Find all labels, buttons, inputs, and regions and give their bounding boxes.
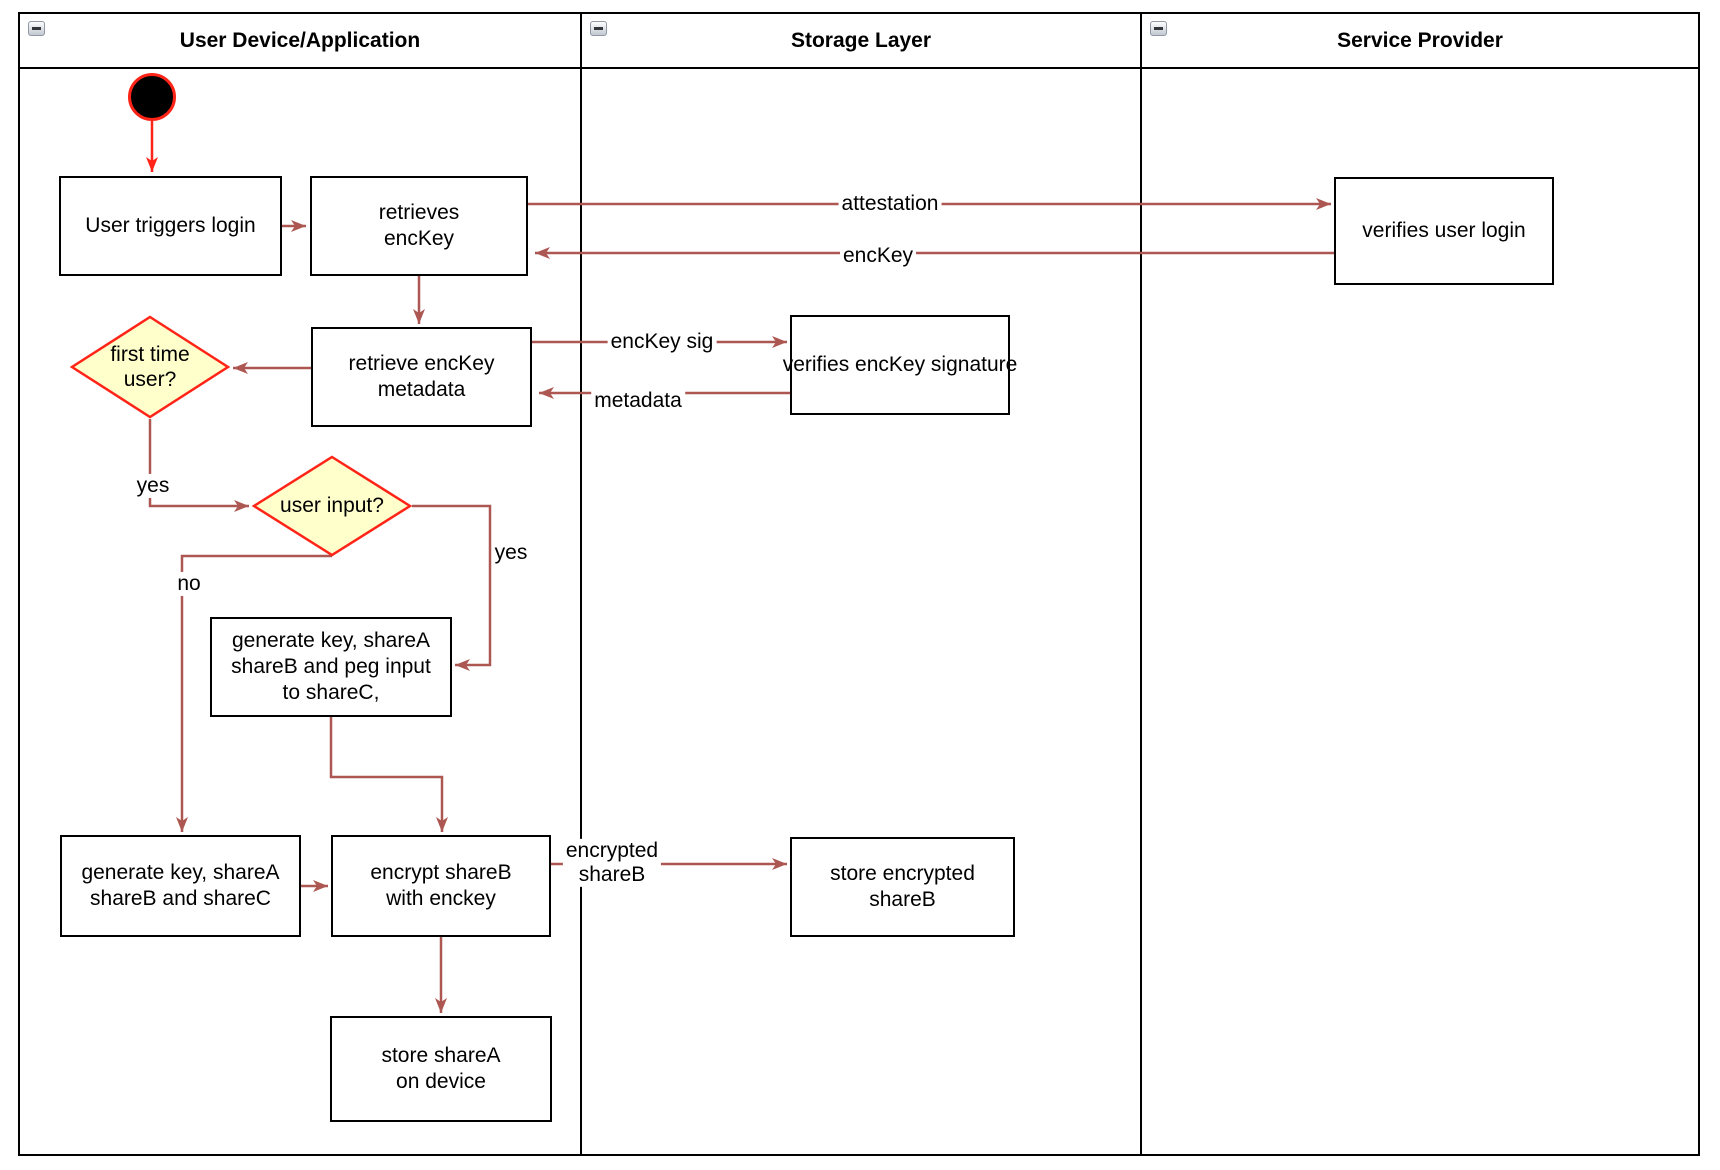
edge-label-encrypted-shareb: encrypted shareB <box>562 838 662 888</box>
node-generate-key-sharec: generate key, shareA shareB and shareC <box>60 835 301 937</box>
edge-label-metadata: metadata <box>591 388 685 414</box>
lane-divider <box>1140 14 1142 1154</box>
decision-user-input-label: user input? <box>280 494 384 518</box>
node-generate-key-peg-input: generate key, shareA shareB and peg inpu… <box>210 617 452 717</box>
edge-label-enckey: encKey <box>839 243 917 269</box>
minus-icon <box>32 27 41 30</box>
lane-header-separator <box>20 67 1698 69</box>
lane-divider <box>580 14 582 1154</box>
edge-label-yes-first-time: yes <box>133 473 173 499</box>
collapse-lane-button[interactable] <box>1150 21 1167 36</box>
lane-title-user-device: User Device/Application <box>179 28 421 52</box>
lane-title-service-provider: Service Provider <box>1337 28 1503 52</box>
collapse-lane-button[interactable] <box>590 21 607 36</box>
node-verifies-user-login: verifies user login <box>1334 177 1554 285</box>
decision-first-time-user-label: first time user? <box>110 342 190 391</box>
node-retrieves-enckey: retrieves encKey <box>310 176 528 276</box>
edge-label-attestation: attestation <box>838 191 942 217</box>
node-user-triggers-login: User triggers login <box>59 176 282 276</box>
node-store-sharea-on-device: store shareA on device <box>330 1016 552 1122</box>
node-encrypt-shareb: encrypt shareB with enckey <box>331 835 551 937</box>
decision-first-time-user: first time user? <box>69 315 231 419</box>
start-node <box>128 73 176 121</box>
edge-label-no-user-input: no <box>174 571 204 597</box>
node-verifies-enckey-signature: verifies encKey signature <box>783 315 1017 415</box>
minus-icon <box>1154 27 1163 30</box>
swimlane-pool: User Device/Application Storage Layer Se… <box>18 12 1700 1156</box>
decision-user-input: user input? <box>251 455 413 557</box>
edge-label-enckey-sig: encKey sig <box>607 329 717 355</box>
edge-label-yes-user-input: yes <box>491 540 531 566</box>
lane-title-storage-layer: Storage Layer <box>790 28 932 52</box>
node-retrieve-enckey-metadata: retrieve encKey metadata <box>311 327 532 427</box>
minus-icon <box>594 27 603 30</box>
collapse-lane-button[interactable] <box>28 21 45 36</box>
node-store-encrypted-shareb: store encrypted shareB <box>790 837 1015 937</box>
